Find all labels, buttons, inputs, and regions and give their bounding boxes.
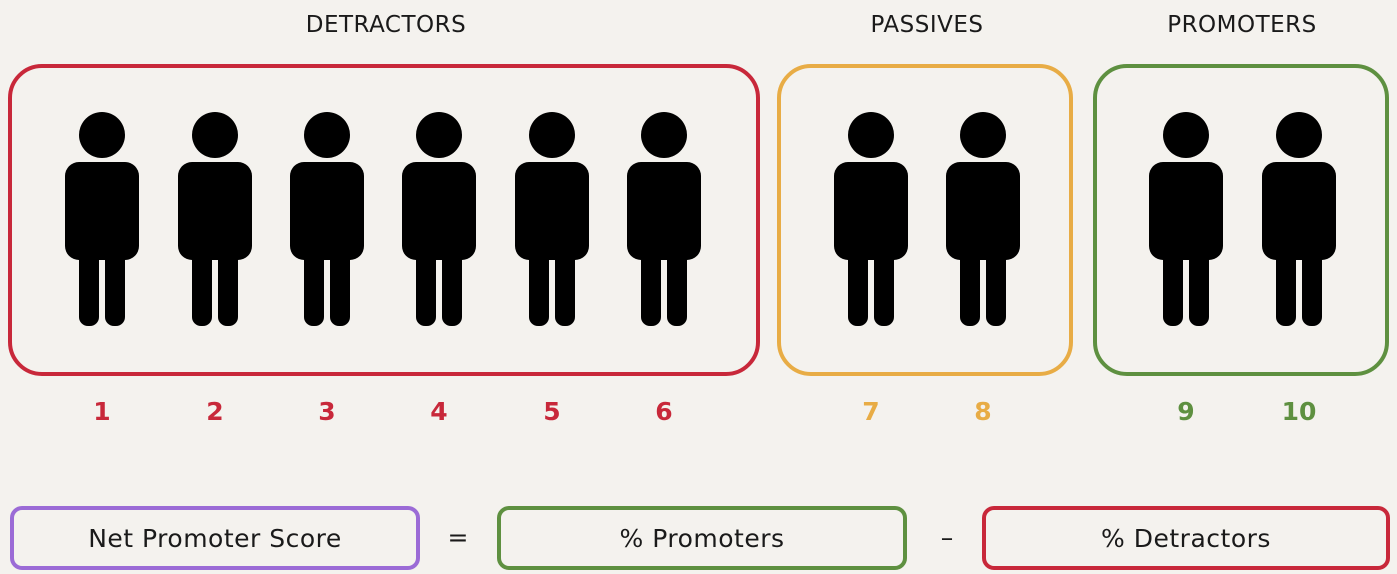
person-icon [834,112,908,326]
promoters-percent-box: % Promoters [497,506,907,570]
passives-title: PASSIVES [870,12,984,38]
person-icon [178,112,252,326]
person-icon [290,112,364,326]
score-label: 7 [862,397,880,426]
score-label: 10 [1281,397,1317,426]
score-label: 5 [543,397,561,426]
equals-sign: = [447,523,469,552]
passives-box [777,64,1073,376]
score-label: 9 [1177,397,1195,426]
score-label: 1 [93,397,111,426]
score-label: 2 [206,397,224,426]
person-icon [515,112,589,326]
person-icon [946,112,1020,326]
detractors-title: DETRACTORS [305,12,467,38]
score-label: 4 [430,397,448,426]
person-icon [1149,112,1223,326]
detractors-percent-box: % Detractors [982,506,1390,570]
score-label: 8 [974,397,992,426]
promoters-title: PROMOTERS [1167,12,1317,38]
person-icon [65,112,139,326]
person-icon [1262,112,1336,326]
nps-box: Net Promoter Score [10,506,420,570]
detractors-box [8,64,760,376]
score-label: 6 [655,397,673,426]
promoters-box [1093,64,1389,376]
score-label: 3 [318,397,336,426]
minus-sign: – [940,523,954,552]
person-icon [627,112,701,326]
person-icon [402,112,476,326]
